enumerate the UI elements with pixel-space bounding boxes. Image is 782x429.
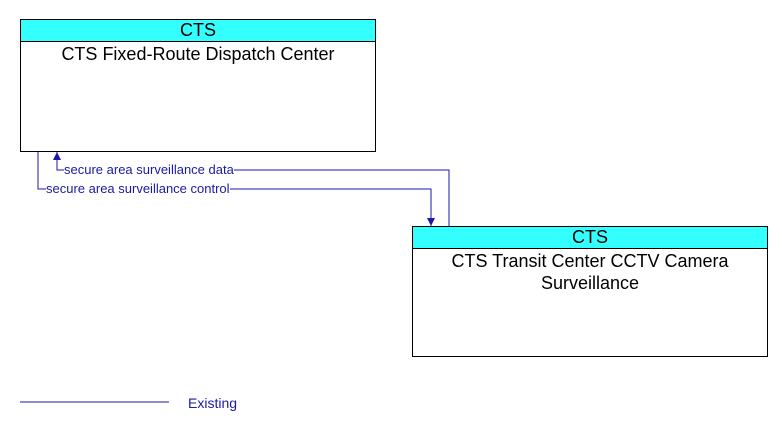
node-title: CTS Transit Center CCTV Camera Surveilla… xyxy=(451,251,729,293)
flow-label-control[interactable]: secure area surveillance control xyxy=(46,181,230,196)
node-owner-header: CTS xyxy=(21,20,375,42)
node-title: CTS Fixed-Route Dispatch Center xyxy=(61,44,335,64)
node-cctv-surveillance[interactable]: CTS CTS Transit Center CCTV Camera Surve… xyxy=(412,226,768,357)
node-owner-header: CTS xyxy=(413,227,767,249)
flow-label-data[interactable]: secure area surveillance data xyxy=(64,162,234,177)
flow-line-data xyxy=(56,152,450,226)
legend-label-existing: Existing xyxy=(188,395,238,411)
node-dispatch-center[interactable]: CTS CTS Fixed-Route Dispatch Center xyxy=(20,19,376,152)
arrowhead-control-icon xyxy=(427,218,435,226)
flow-line-control xyxy=(37,152,432,226)
arrowhead-data-icon xyxy=(53,152,61,160)
